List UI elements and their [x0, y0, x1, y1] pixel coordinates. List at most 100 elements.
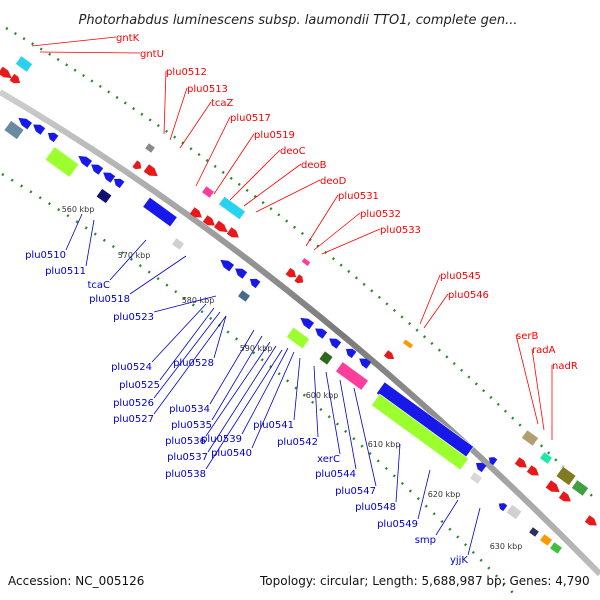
- forward-gene-label: serB: [516, 331, 538, 342]
- leader-line: [325, 371, 341, 455]
- reverse-gene-label: plu0542: [277, 437, 318, 448]
- gc-track-outer: [5, 26, 597, 501]
- leader-line: [515, 334, 539, 425]
- leader-line: [293, 357, 301, 421]
- reverse-gene-arrow: [78, 155, 93, 168]
- forward-gene-arrow: [294, 274, 304, 284]
- lightgrey-feature: [505, 504, 523, 520]
- reverse-gene-label: tcaC: [87, 280, 110, 291]
- reverse-gene-arrow: [498, 503, 508, 512]
- forward-gene-arrow: [0, 66, 12, 79]
- navy-feature: [95, 188, 113, 204]
- forward-gene-label: radA: [532, 345, 556, 356]
- leader-line: [251, 351, 295, 449]
- leader-line: [339, 379, 357, 470]
- leader-line: [179, 101, 212, 149]
- genome-backbone: [0, 89, 600, 577]
- steel-feature: [3, 120, 25, 140]
- forward-gene-label: plu0512: [166, 67, 207, 78]
- green-feature-block: [44, 146, 80, 178]
- forward-gene-arrow: [383, 350, 395, 359]
- leader-line: [65, 213, 83, 251]
- forward-gene-label: plu0533: [380, 225, 421, 236]
- scale-tick-label: 620 kbp: [428, 490, 461, 499]
- forward-gene-label: plu0545: [440, 271, 481, 282]
- reverse-gene-label: plu0535: [171, 420, 212, 431]
- leader-line: [313, 212, 361, 251]
- scale-tick-label: 610 kbp: [368, 440, 401, 449]
- reverse-gene-arrow: [329, 338, 342, 349]
- forward-gene-arrow: [558, 491, 571, 502]
- leader-line: [109, 239, 147, 281]
- reverse-gene-label: plu0548: [355, 502, 396, 513]
- forward-gene-label: deoB: [301, 160, 327, 171]
- forward-gene-arrow: [202, 215, 215, 226]
- leader-line: [39, 51, 141, 54]
- gene-features: [0, 55, 597, 555]
- pink-feature: [335, 361, 369, 391]
- leader-line: [207, 345, 277, 453]
- cyan-feature: [218, 195, 246, 221]
- reverse-gene-label: plu0523: [113, 312, 154, 323]
- reverse-gene-label: smp: [415, 535, 436, 546]
- forward-gene-arrow: [514, 457, 527, 468]
- slate-feature: [237, 289, 251, 303]
- scale-tick-label: 600 kbp: [306, 391, 339, 400]
- reverse-gene-block: [142, 196, 178, 228]
- pink-feature-tiny: [300, 257, 312, 267]
- reverse-gene-label: plu0540: [211, 448, 252, 459]
- pink-feature-small: [201, 185, 215, 199]
- reverse-gene-label: plu0510: [25, 250, 66, 261]
- reverse-gene-arrow: [220, 259, 235, 272]
- leader-line: [85, 219, 95, 267]
- reverse-gene-arrow: [91, 164, 104, 175]
- reverse-gene-label: plu0528: [173, 358, 214, 369]
- leader-line: [159, 307, 215, 381]
- reverse-gene-label: plu0544: [315, 469, 356, 480]
- leader-line: [209, 329, 255, 405]
- gc-track-inner: [1, 172, 517, 597]
- forward-gene-label: nadR: [552, 361, 578, 372]
- leader-line: [169, 87, 188, 141]
- forward-gene-label: plu0519: [254, 130, 295, 141]
- reverse-gene-arrow: [235, 268, 248, 279]
- leader-line: [211, 335, 263, 421]
- leader-line: [195, 116, 231, 187]
- reverse-gene-label: plu0549: [377, 519, 418, 530]
- leader-line: [395, 443, 401, 503]
- topology-text: Topology: circular; Length: 5,688,987 bp…: [259, 574, 590, 588]
- navy-feature: [528, 526, 540, 538]
- scale-tick-label: 590 kbp: [240, 344, 273, 353]
- green-feature-dark: [570, 479, 590, 497]
- reverse-gene-label: plu0536: [165, 436, 206, 447]
- forward-gene-arrow: [189, 207, 202, 218]
- forward-gene-label: tcaZ: [211, 98, 234, 109]
- scale-tick-label: 570 kbp: [118, 251, 151, 260]
- leader-line: [153, 315, 227, 415]
- leader-line: [255, 179, 321, 213]
- reverse-gene-label: yjjK: [450, 555, 468, 566]
- leader-line: [305, 194, 339, 247]
- reverse-gene-label: plu0526: [113, 398, 154, 409]
- forward-gene-label: deoC: [280, 146, 306, 157]
- reverse-gene-label: plu0524: [111, 362, 152, 373]
- reverse-gene-label: plu0539: [201, 434, 242, 445]
- reverse-gene-label: xerC: [317, 454, 340, 465]
- forward-gene-label: plu0532: [360, 209, 401, 220]
- orange-feature: [539, 533, 553, 547]
- accession-text: Accession: NC_005126: [8, 574, 144, 588]
- reverse-gene-arrow: [345, 348, 357, 359]
- forward-gene-label: gntU: [140, 49, 164, 60]
- reverse-gene-arrow: [113, 178, 125, 189]
- leader-line: [531, 348, 545, 431]
- reverse-gene-label: plu0534: [169, 404, 210, 415]
- green-feature-large: [370, 393, 470, 471]
- forward-gene-arrow: [132, 160, 142, 170]
- leader-line: [419, 274, 441, 325]
- leader-line: [417, 469, 431, 520]
- forward-gene-arrow: [545, 480, 560, 493]
- reverse-gene-arrow: [359, 358, 372, 369]
- leader-line: [153, 311, 221, 399]
- reverse-gene-label: plu0518: [89, 294, 130, 305]
- forward-gene-label: deoD: [320, 176, 347, 187]
